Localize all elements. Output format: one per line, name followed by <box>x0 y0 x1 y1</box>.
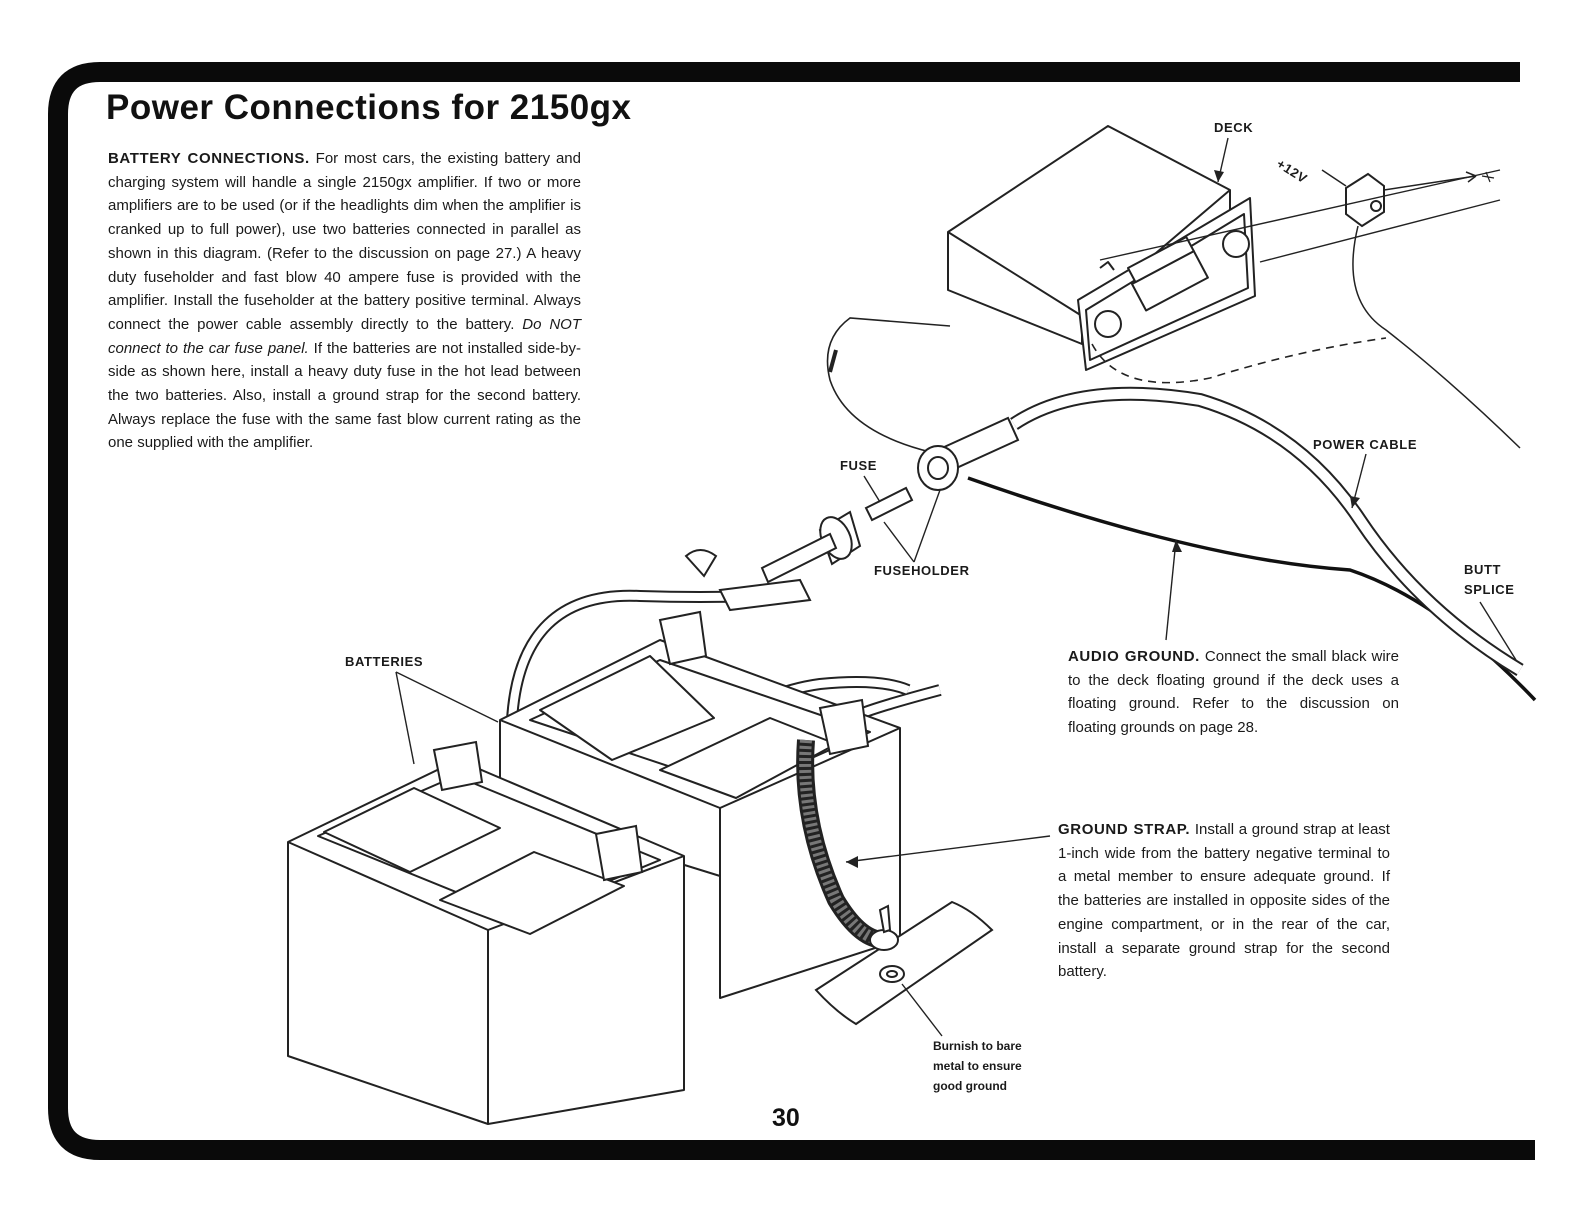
battery-connections-heading: BATTERY CONNECTIONS. <box>108 150 310 167</box>
leader-lines <box>395 137 1517 1037</box>
arrowheads <box>846 170 1360 868</box>
ignition-switch <box>1321 169 1521 449</box>
burnish-note: Burnish to bare metal to ensure good gro… <box>933 1039 1022 1093</box>
deck-power-wire <box>826 317 961 459</box>
deck-ground-wire-dashed <box>1091 337 1387 384</box>
battery-connections-text: For most cars, the existing battery and … <box>108 150 581 333</box>
ground-strap-heading: GROUND STRAP. <box>1058 821 1191 838</box>
battery-terminals <box>432 610 870 882</box>
label-fuse: FUSE <box>840 458 878 473</box>
ground-strap-paragraph: GROUND STRAP. Install a ground strap at … <box>1058 818 1390 984</box>
deck-illustration <box>947 125 1256 371</box>
battery-left <box>287 759 685 1125</box>
page-number: 30 <box>772 1104 800 1132</box>
label-splice: SPLICE <box>1464 582 1515 597</box>
audio-ground-paragraph: AUDIO GROUND. Connect the small black wi… <box>1068 645 1399 740</box>
fuse-panel-warning: Do NOT connect to the car fuse panel. <box>108 315 581 357</box>
firewall-edge <box>1099 169 1501 261</box>
label-deck: DECK <box>1214 120 1254 135</box>
battery-connections-text-cont: If the batteries are not installed side-… <box>108 339 582 452</box>
label-power-cable: POWER CABLE <box>1313 437 1418 452</box>
battery-connections-paragraph: BATTERY CONNECTIONS. For most cars, the … <box>108 147 581 455</box>
page-frame-border <box>48 62 1535 1160</box>
ground-strap-text: Install a ground strap at least 1-inch w… <box>1058 821 1390 981</box>
label-batteries: BATTERIES <box>345 654 424 669</box>
fuseholder-assembly <box>760 416 1020 584</box>
battery-right <box>499 639 901 999</box>
wing-nut <box>684 549 718 578</box>
page-title: Power Connections for 2150gx <box>106 88 632 127</box>
chassis-member <box>814 900 994 1026</box>
audio-ground-heading: AUDIO GROUND. <box>1068 648 1200 665</box>
label-butt: BUTT <box>1464 562 1502 577</box>
audio-ground-text: Connect the small black wire to the deck… <box>1068 648 1399 737</box>
label-fuseholder: FUSEHOLDER <box>874 563 970 578</box>
